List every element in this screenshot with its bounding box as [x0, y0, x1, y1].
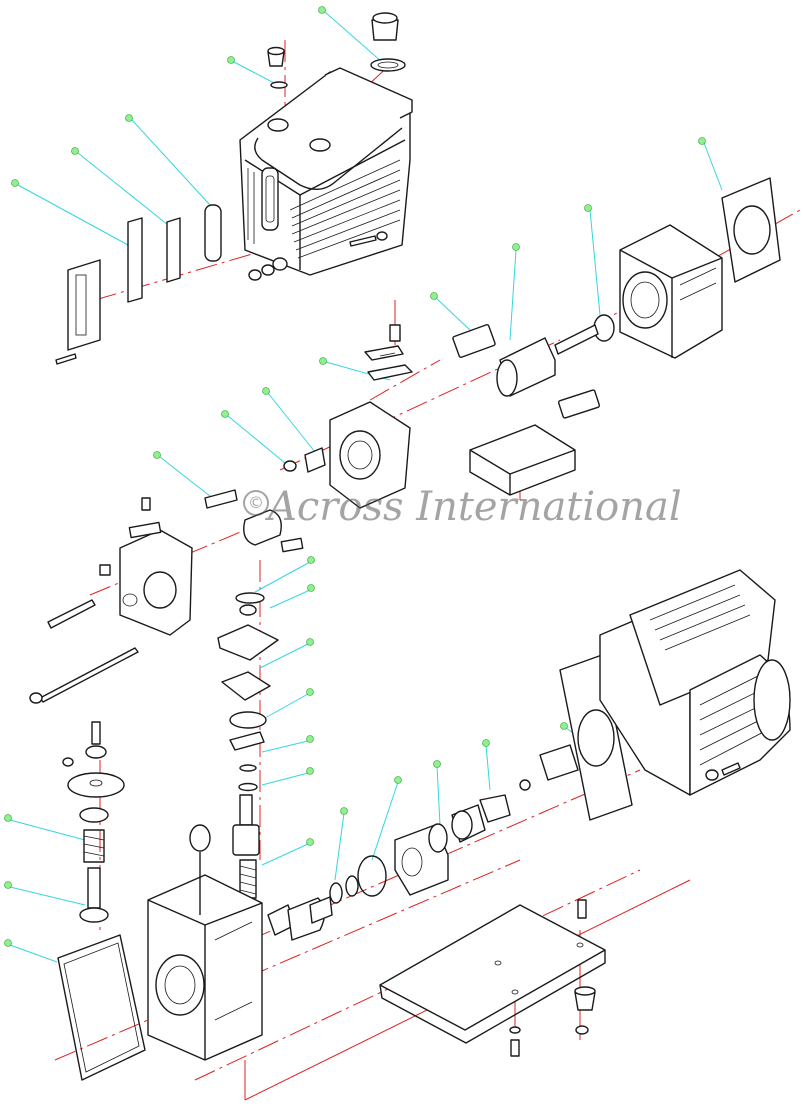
valve-stack	[217, 592, 279, 899]
motor	[559, 569, 791, 821]
sight-glass-stack	[55, 204, 222, 365]
copyright-mark: ©	[243, 490, 269, 516]
pump-body	[147, 824, 326, 1061]
gasket-left	[57, 934, 146, 1081]
small-fittings	[204, 447, 326, 553]
oil-reservoir-housing	[239, 67, 413, 276]
bearing-housing	[593, 177, 781, 359]
left-valve-stack	[62, 721, 125, 923]
top-cap-parts	[248, 12, 406, 281]
middle-block	[329, 401, 576, 509]
seal-stack	[309, 744, 579, 924]
callout-bubbles	[4, 6, 706, 947]
rotor-vanes	[364, 324, 413, 381]
rotor-shaft	[452, 324, 601, 419]
front-cover	[29, 497, 193, 704]
watermark-text: Across International	[268, 484, 682, 530]
base-plate	[379, 899, 606, 1057]
